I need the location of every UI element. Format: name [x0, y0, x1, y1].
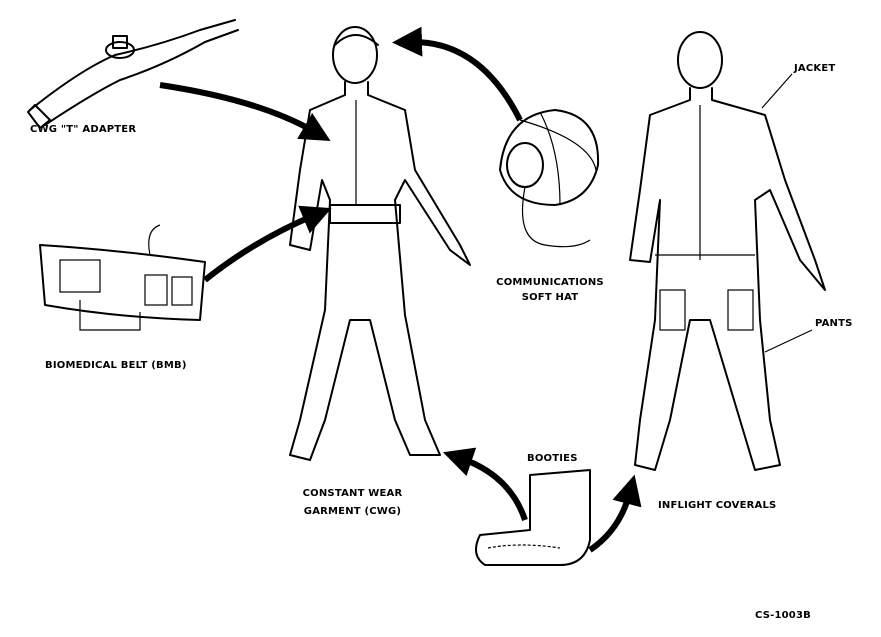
biomedical-belt-label: BIOMEDICAL BELT (BMB) — [45, 360, 187, 371]
arrow-t-adapter-to-cwg — [159, 82, 331, 142]
jacket-leader — [761, 73, 793, 109]
arrow-belt-to-cwg — [203, 205, 332, 283]
coveralls-figure-drawing — [629, 31, 826, 471]
booties-label: BOOTIES — [527, 453, 578, 464]
t-adapter-label: CWG "T" ADAPTER — [30, 124, 137, 135]
jacket-label: JACKET — [794, 63, 836, 74]
arrow-hat-to-cwg — [392, 26, 523, 122]
soft-hat-drawing — [499, 109, 600, 248]
cwg-label-line2: GARMENT (CWG) — [303, 506, 402, 517]
t-adapter-drawing — [27, 19, 239, 129]
figure-id-label: CS-1003B — [755, 610, 811, 621]
biomedical-belt-drawing — [39, 224, 206, 331]
arrow-booties-to-cwg — [442, 447, 528, 521]
coveralls-label: INFLIGHT COVERALS — [658, 500, 777, 511]
soft-hat-label-line2: SOFT HAT — [521, 292, 579, 303]
cwg-figure-drawing — [289, 26, 471, 461]
cwg-label-line1: CONSTANT WEAR — [302, 488, 403, 499]
arrow-booties-to-coveralls — [588, 474, 642, 553]
pants-leader — [764, 329, 813, 353]
soft-hat-label-line1: COMMUNICATIONS — [496, 277, 604, 288]
booties-drawing — [475, 469, 591, 566]
pants-label: PANTS — [815, 318, 853, 329]
